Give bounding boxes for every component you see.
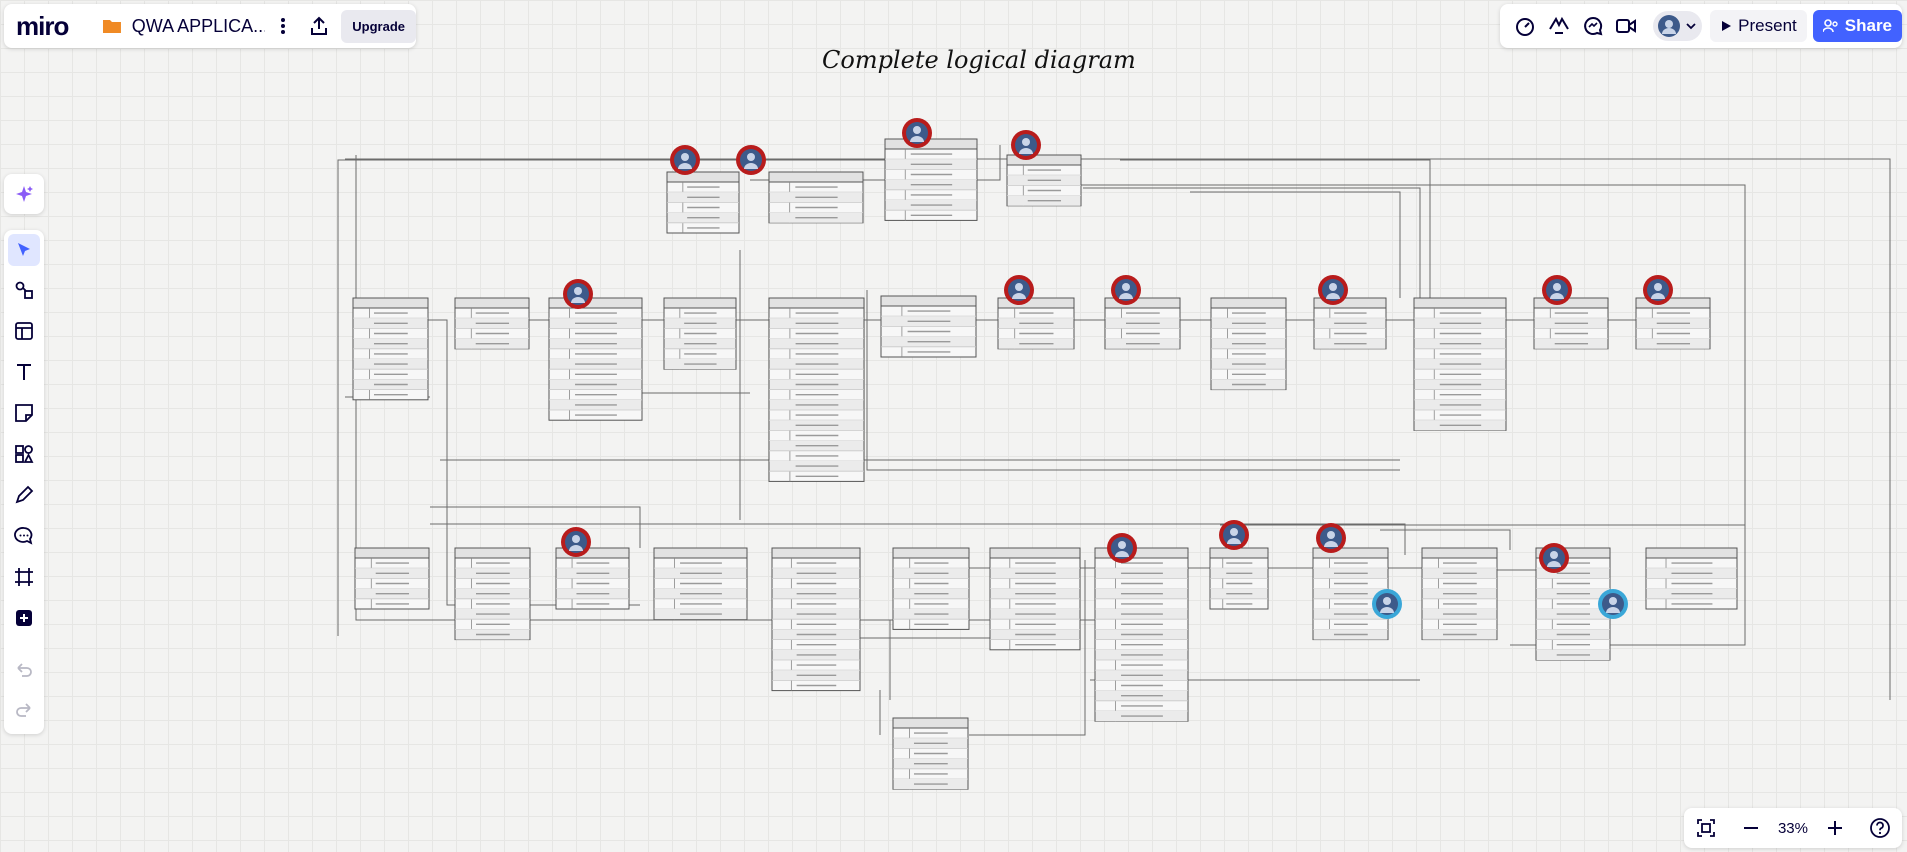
board-name[interactable]: QWA APPLICA... <box>131 15 266 36</box>
collaborator-avatar <box>1598 589 1628 619</box>
shapes-icon[interactable] <box>8 438 40 470</box>
upgrade-button[interactable]: Upgrade <box>341 9 416 43</box>
comment-icon[interactable] <box>8 520 40 552</box>
collaborator-avatar <box>1316 523 1346 553</box>
chevron-down-icon <box>1686 23 1696 30</box>
collaborator-avatar <box>1111 275 1141 305</box>
collaborator-avatar <box>1643 275 1673 305</box>
undo-icon[interactable] <box>8 654 40 686</box>
board-toolbar: miro QWA APPLICA... Upgrade <box>4 4 416 48</box>
diagram-icon[interactable] <box>8 274 40 306</box>
collaborator-avatar <box>1372 589 1402 619</box>
sticky-note-icon[interactable] <box>8 397 40 429</box>
present-label: Present <box>1738 16 1797 35</box>
collaborator-avatar <box>1542 275 1572 305</box>
collaborator-avatar <box>1011 130 1041 160</box>
share-button[interactable]: Share <box>1812 10 1903 42</box>
timer-icon[interactable] <box>1508 8 1542 44</box>
share-label: Share <box>1844 16 1893 35</box>
collaborator-avatar <box>561 527 591 557</box>
users-icon <box>1822 19 1838 33</box>
collaborator-avatar <box>1539 543 1569 573</box>
avatar <box>1658 15 1681 37</box>
collaborator-avatar <box>1318 275 1348 305</box>
templates-icon[interactable] <box>8 315 40 347</box>
cursor-icon[interactable] <box>8 234 40 266</box>
plus-square-icon[interactable] <box>8 602 40 634</box>
zoom-out-icon[interactable] <box>1733 810 1769 846</box>
collaborator-avatar <box>670 145 700 175</box>
zoom-in-icon[interactable] <box>1817 810 1853 846</box>
reactions-icon[interactable] <box>1542 8 1576 44</box>
more-vertical-icon[interactable] <box>265 8 301 44</box>
board-title: Complete logical diagram <box>822 46 1136 74</box>
collaborator-avatar <box>736 145 766 175</box>
chat-icon[interactable] <box>1576 8 1610 44</box>
redo-icon[interactable] <box>8 694 40 726</box>
export-icon[interactable] <box>301 8 337 44</box>
zoom-level[interactable]: 33% <box>1777 819 1808 837</box>
pen-icon[interactable] <box>8 479 40 511</box>
collaborator-avatar <box>563 279 593 309</box>
collaborator-avatar <box>902 118 932 148</box>
ai-toolbar <box>4 174 44 214</box>
present-button[interactable]: Present <box>1710 10 1807 42</box>
collaborator-avatar <box>1004 275 1034 305</box>
sparkle-icon[interactable] <box>8 178 40 210</box>
folder-icon[interactable] <box>102 18 122 34</box>
frame-icon[interactable] <box>8 561 40 593</box>
fit-screen-icon[interactable] <box>1688 810 1724 846</box>
text-icon[interactable] <box>8 356 40 388</box>
collaborator-avatar <box>1107 533 1137 563</box>
video-icon[interactable] <box>1609 8 1643 44</box>
miro-logo[interactable]: miro <box>16 10 69 41</box>
zoom-controls: 33% <box>1684 808 1902 848</box>
creation-toolbar <box>4 230 44 734</box>
user-avatar-menu[interactable] <box>1653 11 1703 41</box>
collaborator-avatar <box>1219 520 1249 550</box>
help-icon[interactable] <box>1862 810 1898 846</box>
play-icon <box>1722 21 1732 31</box>
collaboration-toolbar: Present Share <box>1500 4 1903 48</box>
